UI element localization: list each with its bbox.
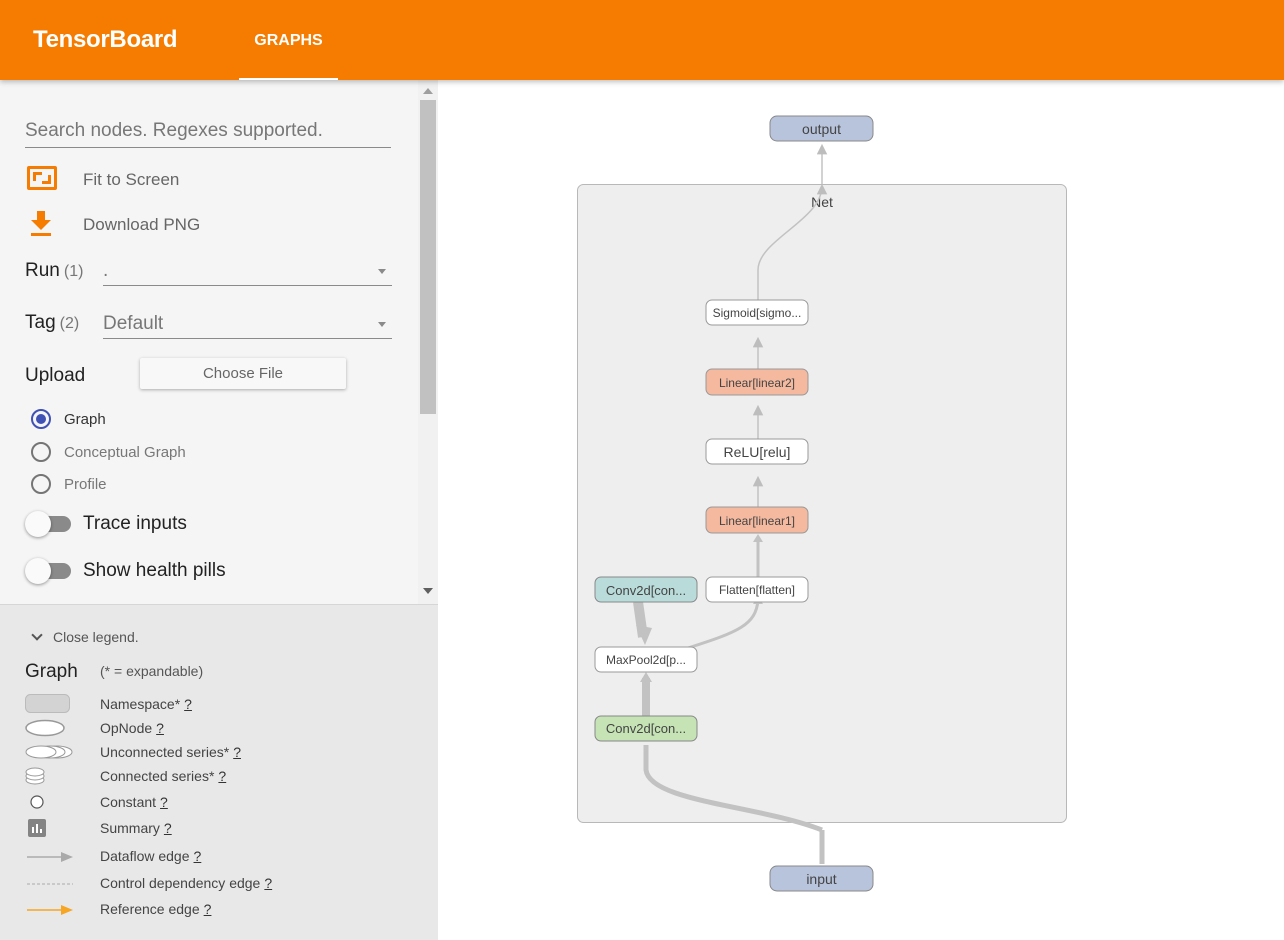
- node-conv2d-b-label: Conv2d[con...: [606, 583, 686, 598]
- node-linear1[interactable]: [705, 506, 809, 534]
- download-icon: [31, 211, 51, 236]
- scroll-thumb[interactable]: [420, 100, 436, 414]
- node-flatten[interactable]: [705, 576, 809, 603]
- radio-graph-label: Graph: [64, 411, 106, 428]
- download-png-label: Download PNG: [83, 215, 201, 234]
- help-link[interactable]: ?: [203, 901, 212, 917]
- radio-profile-label: Profile: [64, 476, 107, 493]
- scroll-up-arrow-icon[interactable]: [423, 88, 433, 94]
- node-output[interactable]: [769, 115, 874, 142]
- download-png-button[interactable]: Download PNG: [25, 207, 355, 243]
- toggle-knob: [25, 558, 51, 584]
- upload-label: Upload: [25, 365, 86, 386]
- fit-screen-icon: [27, 166, 57, 190]
- node-input-label: input: [806, 871, 836, 887]
- help-link[interactable]: ?: [233, 744, 241, 760]
- help-link[interactable]: ?: [160, 794, 168, 810]
- node-flatten-label: Flatten[flatten]: [719, 583, 795, 597]
- tag-select-value: Default: [103, 313, 164, 334]
- fit-to-screen-label: Fit to Screen: [83, 170, 180, 189]
- connected-series-icon: [25, 767, 45, 785]
- choose-file-button[interactable]: Choose File: [140, 358, 346, 389]
- node-sigmoid[interactable]: [705, 299, 809, 326]
- node-conv2d-a-label: Conv2d[con...: [606, 721, 686, 736]
- run-label: Run(1): [25, 260, 84, 281]
- node-linear2[interactable]: [705, 368, 809, 396]
- chevron-down-icon: [31, 629, 43, 641]
- help-link[interactable]: ?: [163, 820, 172, 836]
- legend-item: Namespace*?: [0, 693, 438, 717]
- node-maxpool[interactable]: [594, 646, 698, 673]
- namespace-net-label: Net: [811, 194, 833, 210]
- help-link[interactable]: ?: [218, 768, 227, 784]
- legend-item: Connected series*?: [0, 765, 438, 789]
- opnode-icon: [25, 719, 65, 737]
- help-link[interactable]: ?: [193, 848, 202, 864]
- app-title: TensorBoard: [33, 26, 178, 53]
- legend-note: (* = expandable): [100, 663, 204, 679]
- dropdown-arrow-icon: [378, 322, 386, 327]
- graph-svg[interactable]: Net output input Sigmoid[sigm: [438, 80, 1284, 940]
- namespace-icon: [25, 694, 70, 713]
- legend-title: Graph: [25, 661, 78, 682]
- constant-icon: [30, 795, 44, 809]
- edge-input-conv2d: [643, 745, 823, 833]
- trace-inputs-toggle[interactable]: Trace inputs: [25, 510, 325, 540]
- legend-item: Constant?: [0, 791, 438, 815]
- help-link[interactable]: ?: [184, 696, 192, 712]
- search-input[interactable]: [25, 114, 391, 148]
- legend-item: Summary?: [0, 817, 438, 841]
- node-conv2d-b[interactable]: [594, 576, 698, 603]
- summary-icon: [28, 819, 46, 837]
- radio-checked-icon: [31, 409, 51, 429]
- legend-panel: Close legend. Graph (* = expandable) Nam…: [0, 604, 438, 940]
- radio-conceptual-graph[interactable]: Conceptual Graph: [31, 440, 231, 464]
- node-relu-label: ReLU[relu]: [724, 444, 791, 460]
- radio-unchecked-icon: [31, 442, 51, 462]
- close-legend-toggle[interactable]: Close legend.: [30, 629, 139, 645]
- toggle-knob: [25, 511, 51, 537]
- health-pills-toggle[interactable]: Show health pills: [25, 557, 325, 587]
- tag-select[interactable]: Default: [103, 309, 392, 339]
- sidebar-scrollbar[interactable]: [418, 80, 438, 604]
- node-input[interactable]: [769, 865, 874, 892]
- radio-conceptual-graph-label: Conceptual Graph: [64, 444, 186, 461]
- reference-edge-icon: [27, 905, 73, 915]
- health-pills-label: Show health pills: [83, 560, 226, 581]
- control-edge-icon: [27, 883, 73, 885]
- tag-label: Tag(2): [25, 312, 80, 333]
- legend-item: Control dependency edge?: [0, 872, 438, 896]
- graph-canvas[interactable]: Net output input Sigmoid[sigm: [438, 80, 1284, 940]
- node-relu[interactable]: [705, 438, 809, 465]
- sidebar-controls: Fit to Screen Download PNG Run(1) . Tag(…: [0, 80, 418, 604]
- run-select-value: .: [103, 260, 109, 281]
- node-output-label: output: [802, 121, 841, 137]
- radio-graph[interactable]: Graph: [31, 407, 231, 431]
- dropdown-arrow-icon: [378, 269, 386, 274]
- node-linear2-label: Linear[linear2]: [719, 376, 795, 390]
- node-sigmoid-label: Sigmoid[sigmo...: [713, 306, 802, 320]
- legend-item: Unconnected series*?: [0, 741, 438, 765]
- edge-maxpool-flatten: [687, 599, 760, 650]
- fit-to-screen-button[interactable]: Fit to Screen: [25, 162, 355, 198]
- top-bar: TensorBoard GRAPHS: [0, 0, 1284, 80]
- edge-sigmoid-net: [757, 183, 828, 300]
- legend-item: Reference edge?: [0, 898, 438, 922]
- radio-unchecked-icon: [31, 474, 51, 494]
- legend-item: Dataflow edge?: [0, 845, 438, 869]
- dataflow-edge-icon: [27, 852, 73, 862]
- sidebar: Fit to Screen Download PNG Run(1) . Tag(…: [0, 80, 438, 940]
- help-link[interactable]: ?: [156, 720, 164, 736]
- legend-item: OpNode?: [0, 717, 438, 741]
- node-linear1-label: Linear[linear1]: [719, 514, 795, 528]
- run-select[interactable]: .: [103, 256, 392, 286]
- unconnected-series-icon: [25, 745, 73, 759]
- radio-profile[interactable]: Profile: [31, 472, 231, 496]
- trace-inputs-label: Trace inputs: [83, 513, 187, 534]
- tab-graphs[interactable]: GRAPHS: [239, 0, 338, 80]
- node-conv2d-a[interactable]: [594, 715, 698, 742]
- help-link[interactable]: ?: [264, 875, 273, 891]
- node-maxpool-label: MaxPool2d[p...: [606, 653, 686, 667]
- scroll-down-arrow-icon[interactable]: [423, 588, 433, 594]
